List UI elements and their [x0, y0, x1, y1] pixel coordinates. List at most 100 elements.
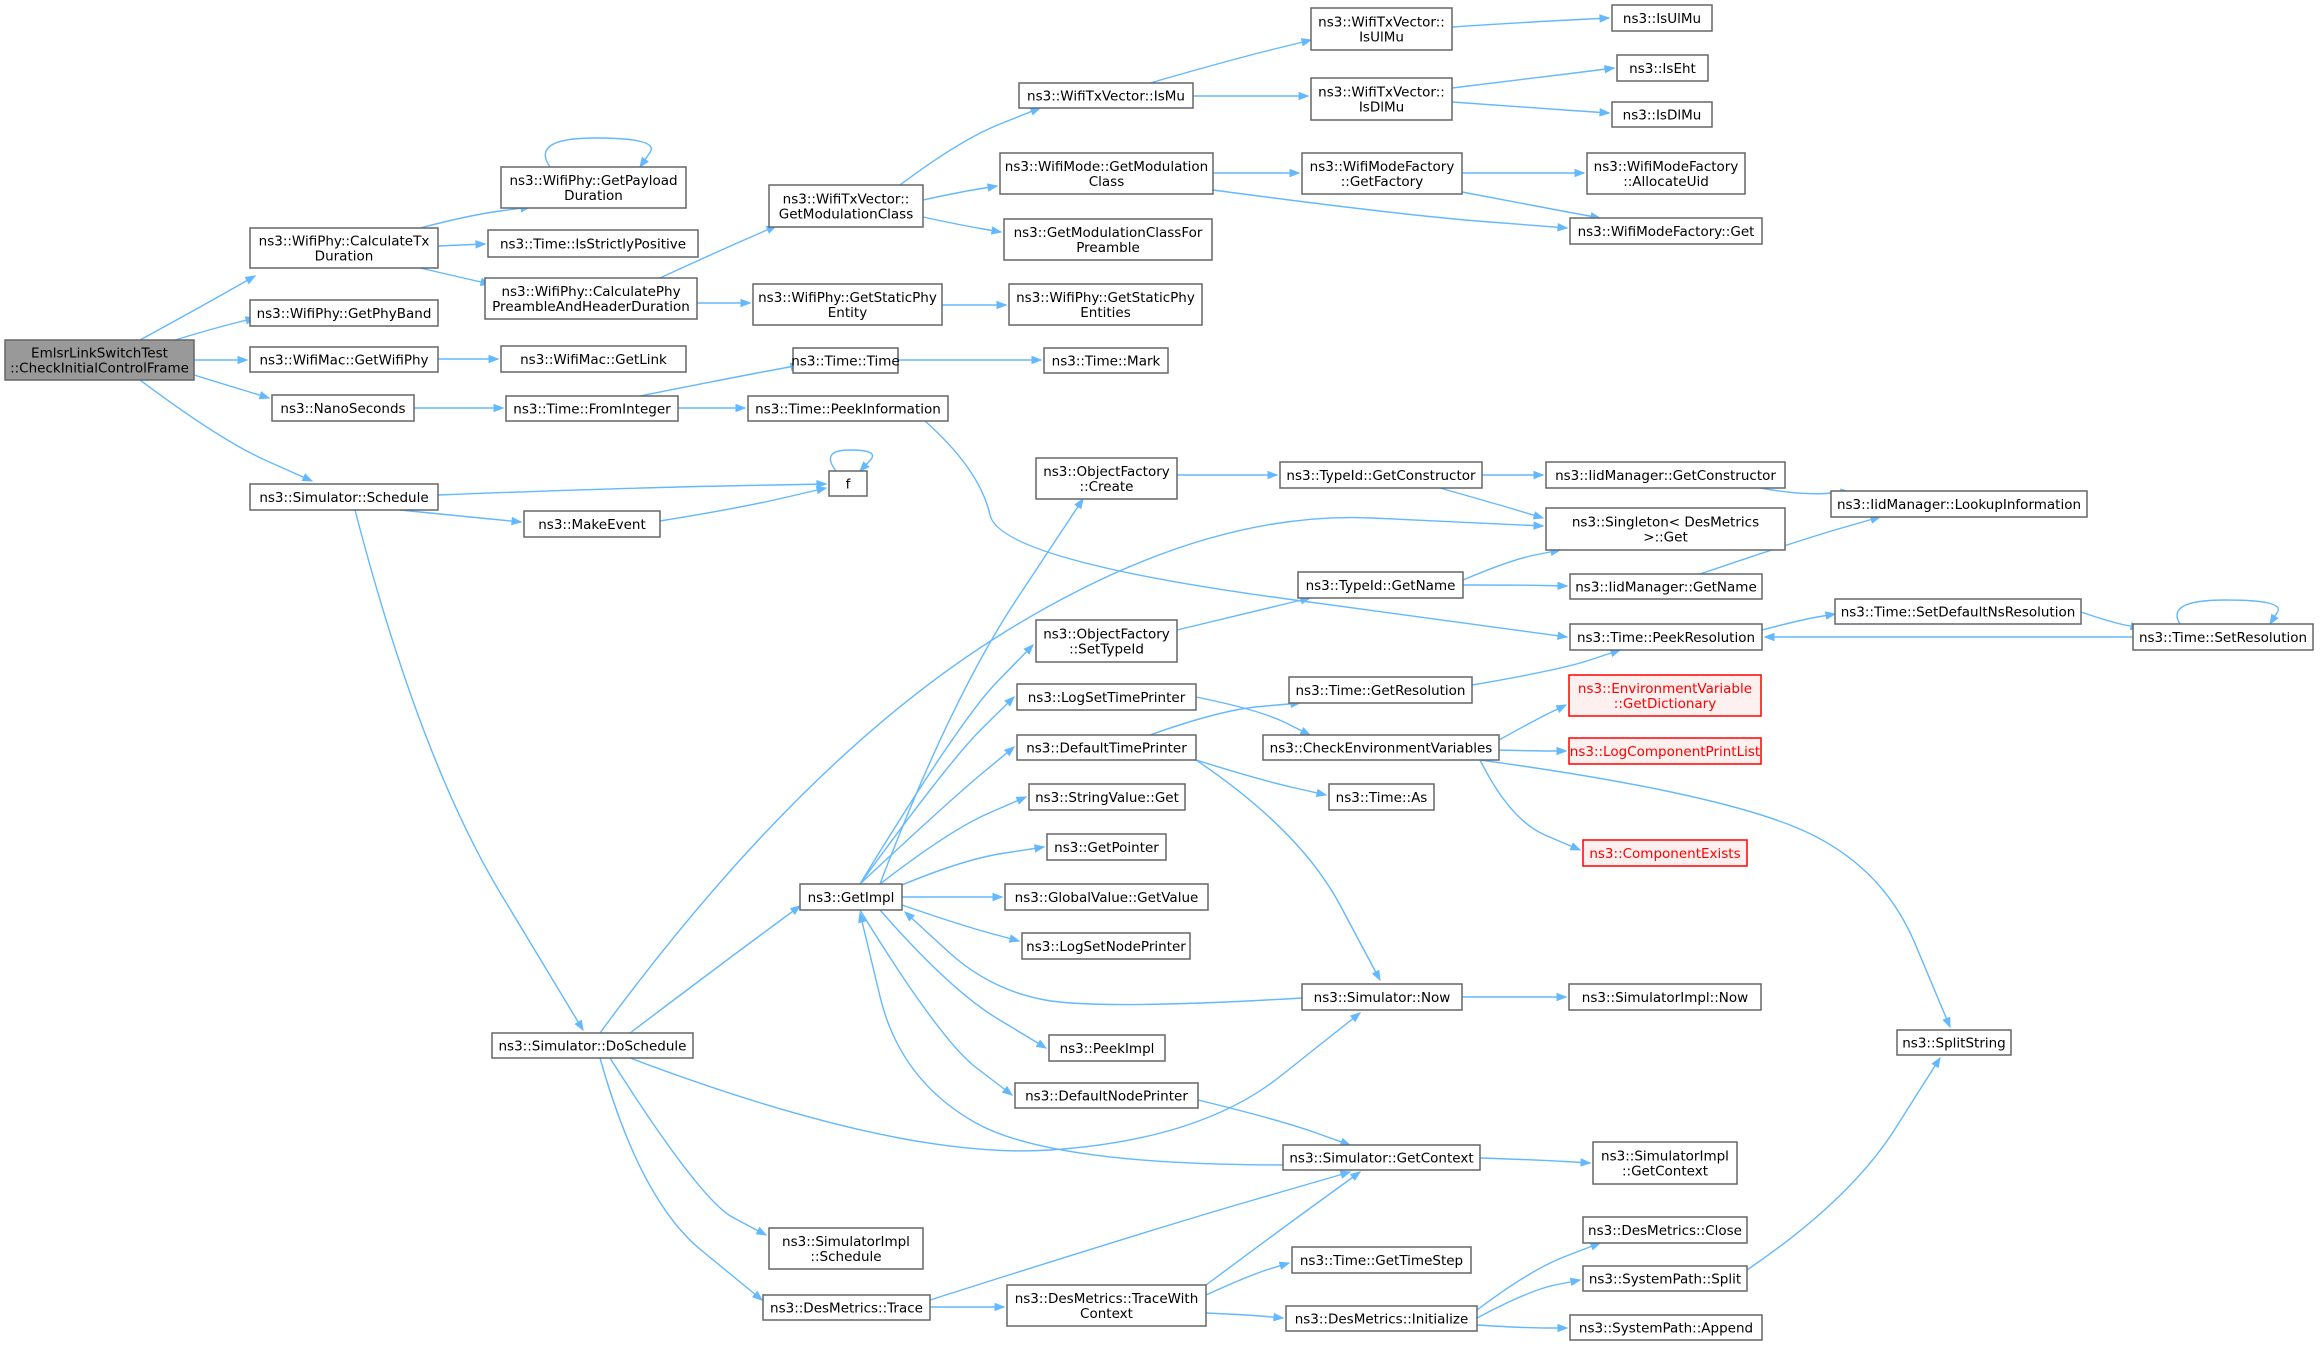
node-timeTime[interactable]: ns3::Time::Time	[791, 347, 900, 374]
arrowhead-icon	[475, 240, 487, 249]
node-ofCreate[interactable]: ns3::ObjectFactory::Create	[1035, 457, 1178, 500]
edge-getCtx-to-implGetCtx	[1479, 1157, 1592, 1167]
node-label: ns3::GlobalValue::GetValue	[1015, 890, 1199, 906]
node-logSetTime[interactable]: ns3::LogSetTimePrinter	[1016, 683, 1197, 711]
node-ofSetType[interactable]: ns3::ObjectFactory::SetTypeId	[1035, 619, 1178, 663]
node-schedule[interactable]: ns3::Simulator::Schedule	[249, 483, 439, 511]
edge-line	[419, 206, 531, 229]
node-dmTrace[interactable]: ns3::DesMetrics::Trace	[762, 1294, 931, 1321]
arrowhead-icon	[1557, 581, 1569, 591]
node-getLink[interactable]: ns3::WifiMac::GetLink	[500, 345, 687, 373]
node-label: ::GetDictionary	[1614, 696, 1716, 712]
node-doSched[interactable]: ns3::Simulator::DoSchedule	[491, 1032, 694, 1059]
node-isDlMu[interactable]: ns3::IsDlMu	[1611, 101, 1713, 128]
arrowhead-icon	[1556, 992, 1568, 1002]
node-box	[1035, 457, 1178, 500]
node-peekImpl[interactable]: ns3::PeekImpl	[1048, 1034, 1166, 1062]
node-strGet[interactable]: ns3::StringValue::Get	[1028, 783, 1186, 811]
node-iidGetCtor[interactable]: ns3::IidManager::GetConstructor	[1545, 461, 1786, 489]
node-label: ns3::LogSetTimePrinter	[1028, 690, 1186, 706]
edge-setRes-to-peekRes	[1763, 632, 2133, 642]
arrowhead-icon	[1015, 796, 1028, 805]
node-isUlMu[interactable]: ns3::IsUlMu	[1611, 4, 1713, 32]
edge-doSched-to-simNow	[629, 1012, 1362, 1152]
node-logSetNode[interactable]: ns3::LogSetNodePrinter	[1021, 932, 1191, 960]
node-label: EmlsrLinkSwitchTest	[31, 346, 168, 362]
edge-isMu-to-isUlMuTx	[1149, 38, 1313, 84]
node-simImplNow[interactable]: ns3::SimulatorImpl::Now	[1568, 983, 1762, 1011]
node-timeGetStep[interactable]: ns3::Time::GetTimeStep	[1291, 1246, 1472, 1274]
node-lookup[interactable]: ns3::IidManager::LookupInformation	[1830, 490, 2088, 518]
node-getCtx[interactable]: ns3::Simulator::GetContext	[1282, 1144, 1481, 1171]
node-getWifiPhy[interactable]: ns3::WifiMac::GetWifiPhy	[249, 346, 439, 373]
edge-line	[859, 912, 1284, 1166]
node-simNow[interactable]: ns3::Simulator::Now	[1301, 983, 1463, 1011]
node-timeMark[interactable]: ns3::Time::Mark	[1043, 347, 1169, 374]
node-spSplit[interactable]: ns3::SystemPath::Split	[1582, 1265, 1748, 1292]
node-getName[interactable]: ns3::TypeId::GetName	[1297, 571, 1464, 599]
node-label: >::Get	[1643, 530, 1687, 546]
node-implSched[interactable]: ns3::SimulatorImpl::Schedule	[768, 1227, 924, 1270]
node-isEht[interactable]: ns3::IsEht	[1616, 54, 1709, 82]
arrowhead-icon	[1299, 726, 1312, 736]
node-getFactory[interactable]: ns3::WifiModeFactory::GetFactory	[1301, 152, 1463, 195]
node-envDict[interactable]: ns3::EnvironmentVariable::GetDictionary	[1568, 674, 1762, 717]
node-box	[999, 152, 1214, 195]
arrowhead-icon	[301, 473, 314, 482]
node-dmInit[interactable]: ns3::DesMetrics::Initialize	[1285, 1305, 1478, 1332]
node-peekInfo[interactable]: ns3::Time::PeekInformation	[747, 395, 949, 422]
node-implGetCtx[interactable]: ns3::SimulatorImpl::GetContext	[1592, 1141, 1738, 1185]
node-defTimePr[interactable]: ns3::DefaultTimePrinter	[1016, 734, 1197, 761]
edge-getImpl-to-defTimePr	[859, 746, 1016, 885]
node-spAppend[interactable]: ns3::SystemPath::Append	[1569, 1314, 1763, 1341]
edge-line	[1479, 1157, 1591, 1164]
edge-schedule-to-f	[437, 479, 828, 496]
node-gvGet[interactable]: ns3::GlobalValue::GetValue	[1004, 883, 1209, 911]
node-wmfGet[interactable]: ns3::WifiModeFactory::Get	[1569, 217, 1763, 245]
node-label: ns3::WifiPhy::CalculateTx	[259, 234, 430, 250]
node-isStrictly[interactable]: ns3::Time::IsStrictlyPositive	[487, 229, 699, 258]
node-isUlMuTx[interactable]: ns3::WifiTxVector::IsUlMu	[1310, 7, 1453, 51]
node-isMu[interactable]: ns3::WifiTxVector::IsMu	[1018, 82, 1194, 109]
node-splitStr[interactable]: ns3::SplitString	[1896, 1029, 2012, 1056]
node-checkEnv[interactable]: ns3::CheckEnvironmentVariables	[1262, 734, 1500, 761]
node-getPtr[interactable]: ns3::GetPointer	[1046, 833, 1167, 861]
node-dmClose[interactable]: ns3::DesMetrics::Close	[1582, 1216, 1748, 1244]
node-peekRes[interactable]: ns3::Time::PeekResolution	[1569, 623, 1763, 651]
node-modGetMod[interactable]: ns3::WifiMode::GetModulationClass	[999, 152, 1214, 195]
node-setDefNs[interactable]: ns3::Time::SetDefaultNsResolution	[1834, 598, 2082, 625]
node-makeEvent[interactable]: ns3::MakeEvent	[523, 510, 661, 538]
node-label: ns3::DefaultTimePrinter	[1026, 741, 1187, 757]
node-label: ns3::Time::SetDefaultNsResolution	[1841, 605, 2076, 621]
node-getImpl[interactable]: ns3::GetImpl	[799, 883, 903, 911]
node-getPhyBand[interactable]: ns3::WifiPhy::GetPhyBand	[249, 299, 439, 327]
node-nano[interactable]: ns3::NanoSeconds	[271, 394, 415, 422]
node-compExists[interactable]: ns3::ComponentExists	[1582, 839, 1748, 867]
node-singleton[interactable]: ns3::Singleton< DesMetrics >::Get	[1545, 507, 1786, 551]
node-f[interactable]: f	[828, 470, 868, 497]
node-box	[1008, 283, 1203, 326]
node-root[interactable]: EmlsrLinkSwitchTest::CheckInitialControl…	[4, 339, 195, 381]
node-setRes[interactable]: ns3::Time::SetResolution	[2132, 623, 2314, 651]
node-isDlMuTx[interactable]: ns3::WifiTxVector::IsDlMu	[1310, 77, 1453, 121]
node-box	[1003, 218, 1213, 261]
arrowhead-icon	[1557, 223, 1569, 232]
node-box	[505, 395, 679, 422]
node-calcPhy[interactable]: ns3::WifiPhy::CalculatePhyPreambleAndHea…	[484, 277, 698, 320]
node-fromInt[interactable]: ns3::Time::FromInteger	[505, 395, 679, 422]
node-logCompPL[interactable]: ns3::LogComponentPrintList	[1568, 737, 1762, 765]
node-defNodePr[interactable]: ns3::DefaultNodePrinter	[1014, 1082, 1199, 1109]
node-timeAs[interactable]: ns3::Time::As	[1328, 783, 1435, 811]
node-getRes[interactable]: ns3::Time::GetResolution	[1288, 676, 1473, 704]
node-getCtor[interactable]: ns3::TypeId::GetConstructor	[1279, 461, 1483, 489]
node-txGetMod[interactable]: ns3::WifiTxVector::GetModulationClass	[768, 184, 924, 228]
node-iidGetName[interactable]: ns3::IidManager::GetName	[1569, 573, 1763, 600]
edge-root-to-calcTx	[139, 275, 257, 341]
node-allocUid[interactable]: ns3::WifiModeFactory::AllocateUid	[1586, 152, 1746, 195]
